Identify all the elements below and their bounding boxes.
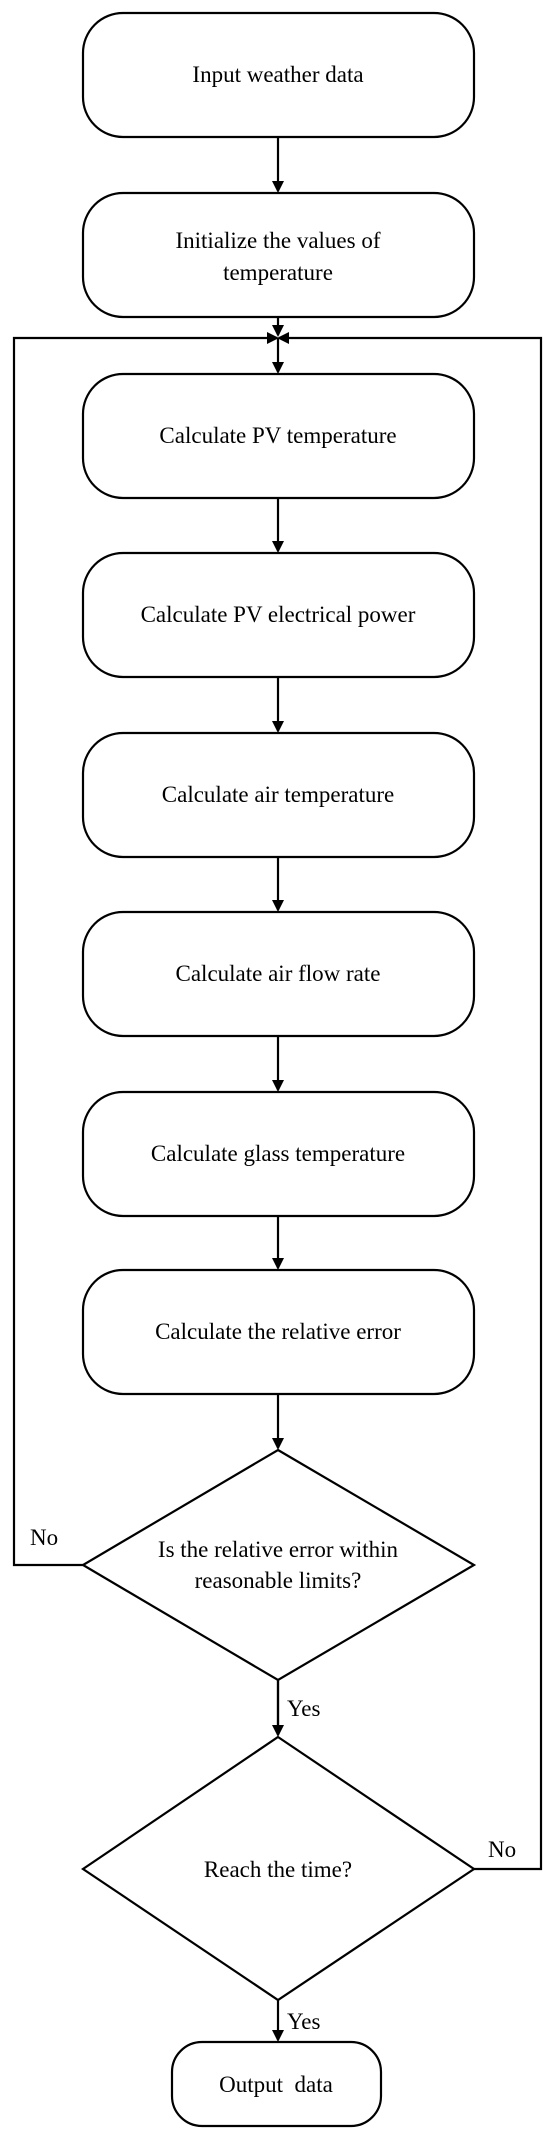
error-yes-label: Yes xyxy=(287,1696,321,1721)
pv-temperature-label: Calculate PV temperature xyxy=(159,423,396,448)
error-no-label: No xyxy=(30,1525,58,1550)
air-temperature-label: Calculate air temperature xyxy=(162,782,394,807)
air-flow-label: Calculate air flow rate xyxy=(176,961,381,986)
glass-temperature-label: Calculate glass temperature xyxy=(151,1141,405,1166)
initialize-label-line1: Initialize the values of xyxy=(175,228,380,253)
initialize-label-line2: temperature xyxy=(223,260,333,285)
error-decision-label-line2: reasonable limits? xyxy=(195,1568,362,1593)
initialize-box xyxy=(81,191,476,319)
loop-back-time-no-upper xyxy=(277,332,543,1725)
error-decision-label-line1: Is the relative error within xyxy=(158,1537,399,1562)
input-weather-label: Input weather data xyxy=(192,62,363,87)
error-decision-diamond xyxy=(80,1448,477,1682)
loop-back-error-no xyxy=(12,332,279,1567)
pv-power-label: Calculate PV electrical power xyxy=(141,602,416,627)
relative-error-label: Calculate the relative error xyxy=(155,1319,401,1344)
